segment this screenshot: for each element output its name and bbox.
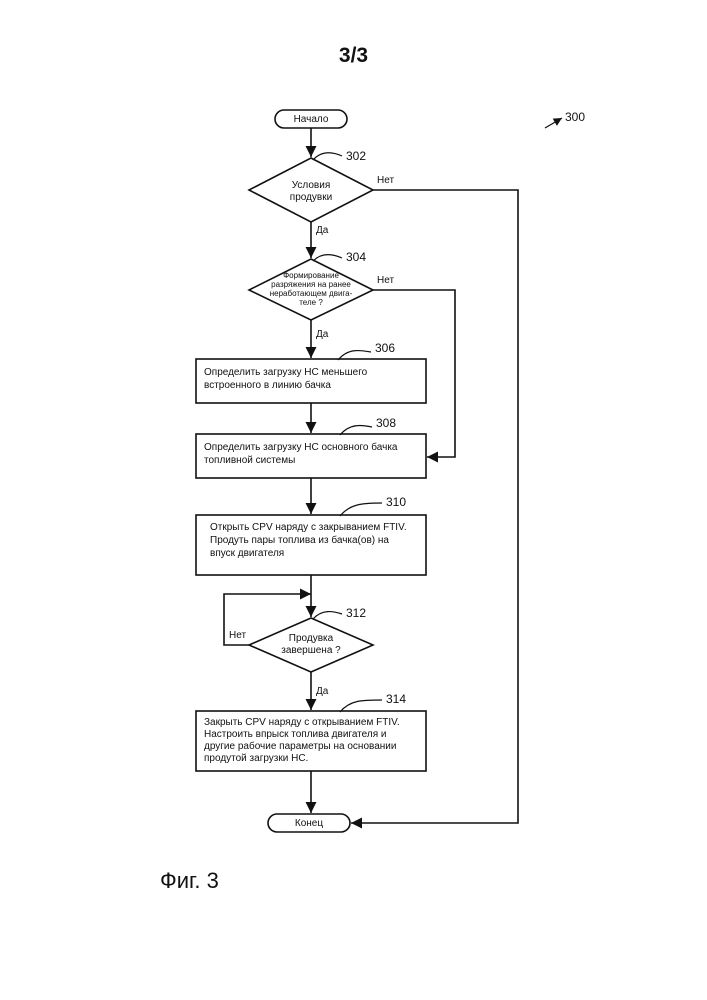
ref-306: 306 xyxy=(375,341,395,355)
decision-302-line-2: продувки xyxy=(290,192,332,203)
start-terminal: Начало xyxy=(275,110,347,128)
decision-304-line-1: Формирование xyxy=(283,271,339,280)
figure-ref-300: 300 xyxy=(545,110,585,128)
process-314-line-1: Закрыть CPV наряду с открыванием FTIV. xyxy=(204,717,400,728)
label-302-no: Нет xyxy=(377,175,394,186)
start-label: Начало xyxy=(294,114,329,125)
decision-304: Формирование разряжения на ранее неработ… xyxy=(249,250,373,320)
process-308-line-1: Определить загрузку НС основного бачка xyxy=(204,441,398,453)
process-314-line-2: Настроить впрыск топлива двигателя и xyxy=(204,729,387,740)
ref-308: 308 xyxy=(376,416,396,430)
label-312-no: Нет xyxy=(229,630,246,641)
end-label: Конец xyxy=(295,818,323,829)
ref-312: 312 xyxy=(346,606,366,620)
decision-302: Условия продувки 302 xyxy=(249,149,373,222)
process-314-line-4: продутой загрузки НС. xyxy=(204,753,308,764)
process-306-line-1: Определить загрузку НС меньшего xyxy=(204,367,368,378)
decision-302-line-1: Условия xyxy=(292,180,331,191)
decision-304-line-2: разряжения на ранее xyxy=(271,280,351,289)
process-306-line-2: встроенного в линию бачка xyxy=(204,379,331,391)
decision-304-line-4: теле ? xyxy=(299,298,323,307)
process-310-line-3: впуск двигателя xyxy=(210,548,284,559)
ref-310: 310 xyxy=(386,495,406,509)
figure-ref-label: 300 xyxy=(565,110,585,124)
process-310-line-2: Продуть пары топлива из бачка(ов) на xyxy=(210,534,389,546)
label-304-no: Нет xyxy=(377,275,394,286)
decision-304-line-3: неработающем двига- xyxy=(270,289,353,298)
end-terminal: Конец xyxy=(268,814,350,832)
label-304-yes: Да xyxy=(316,329,329,340)
label-312-yes: Да xyxy=(316,686,329,697)
ref-314: 314 xyxy=(386,692,406,706)
decision-312-line-2: завершена ? xyxy=(281,645,341,656)
process-314-line-3: другие рабочие параметры на основании xyxy=(204,740,396,752)
label-302-yes: Да xyxy=(316,225,329,236)
figure-caption: Фиг. 3 xyxy=(160,868,219,894)
ref-304: 304 xyxy=(346,250,366,264)
process-310-line-1: Открыть CPV наряду с закрыванием FTIV. xyxy=(210,522,407,533)
process-308-line-2: топливной системы xyxy=(204,455,295,466)
ref-302: 302 xyxy=(346,149,366,163)
decision-312-line-1: Продувка xyxy=(289,633,334,644)
